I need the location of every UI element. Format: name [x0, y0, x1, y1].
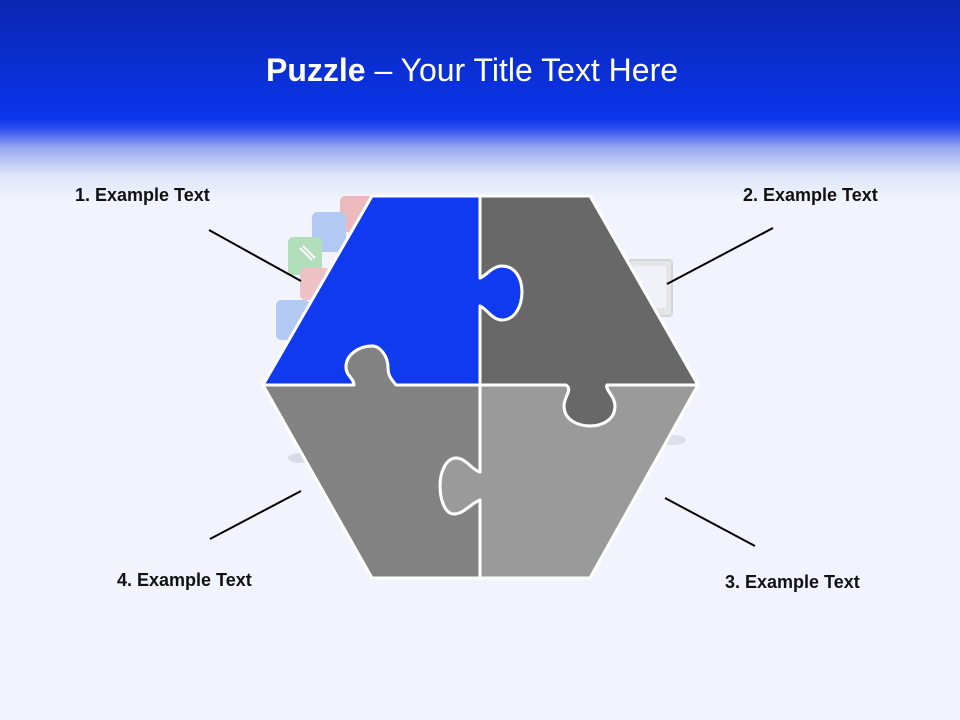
- connector-line-1: [208, 229, 302, 282]
- title-rest: – Your Title Text Here: [365, 52, 679, 88]
- puzzle-piece-4: [261, 344, 482, 580]
- title-bold: Puzzle: [265, 52, 366, 88]
- connector-line-3: [664, 497, 756, 547]
- label-4: 4. Example Text: [117, 570, 252, 590]
- header-band: [0, 0, 960, 200]
- connector-line-4: [209, 490, 302, 540]
- page-title: Puzzle – Your Title Text Here: [0, 48, 944, 92]
- connector-line-2: [666, 227, 774, 285]
- label-1: 1. Example Text: [75, 185, 210, 205]
- label-3: 3. Example Text: [725, 572, 860, 592]
- label-2: 2. Example Text: [743, 185, 878, 205]
